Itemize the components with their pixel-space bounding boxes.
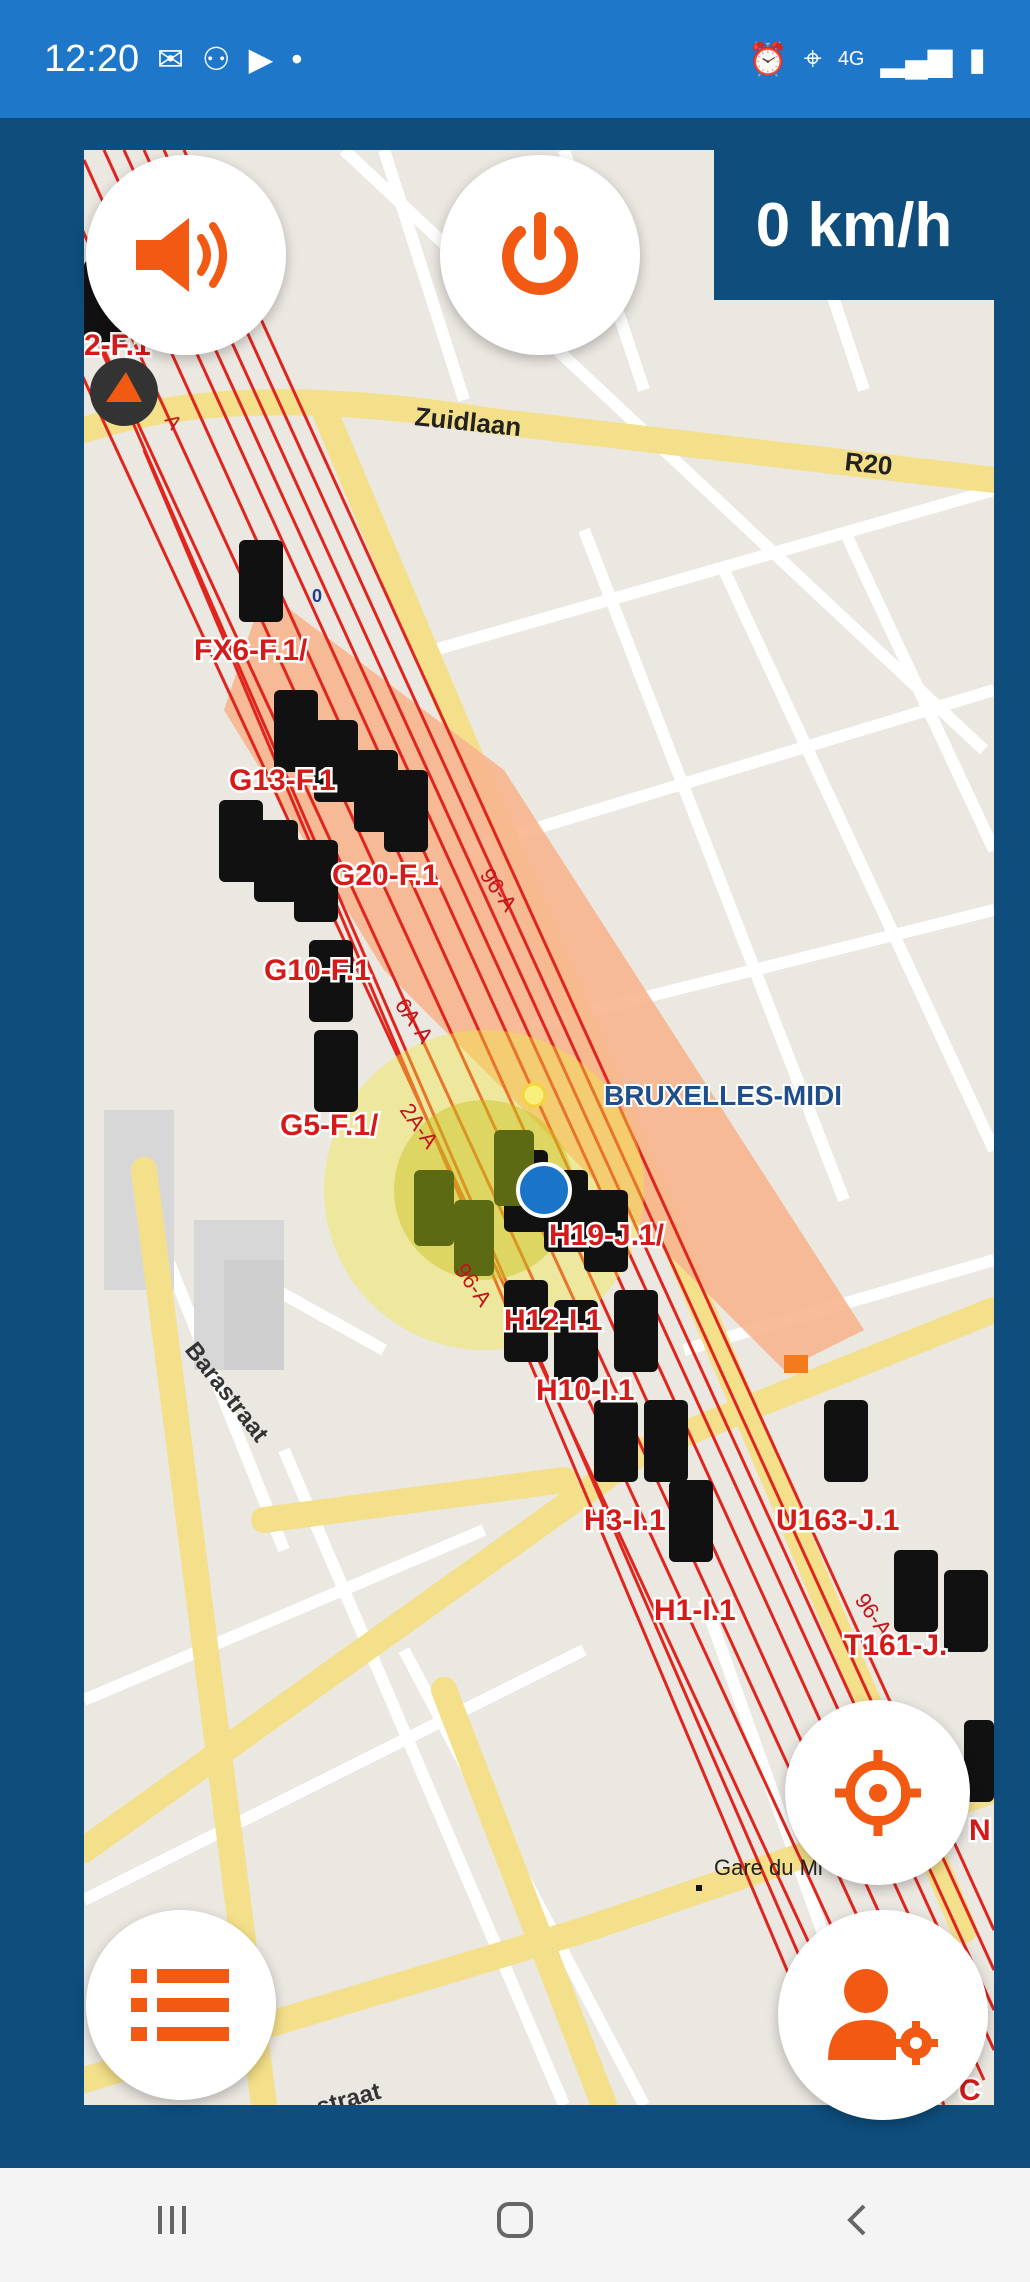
recent-apps-icon: [157, 2206, 186, 2234]
power-icon: [502, 212, 578, 295]
signal-label[interactable]: FX6-F.1/: [192, 632, 311, 670]
proximity-circle: [324, 1030, 644, 1350]
user-settings-button[interactable]: [778, 1910, 988, 2120]
signal-icon: ▂▄▆: [880, 41, 953, 77]
signal-markers-active: [414, 1130, 534, 1276]
battery-icon: ▮: [968, 41, 986, 77]
notification-icon: ⚇: [201, 41, 231, 77]
signal-label[interactable]: H12-I.1: [502, 1302, 605, 1340]
signal-label[interactable]: H3-I.1: [582, 1502, 669, 1540]
station-point: [521, 1082, 547, 1108]
crosshair-icon: [834, 1749, 921, 1836]
signal-label[interactable]: T161-J.: [842, 1627, 950, 1665]
poi-gare-du-midi: Gare du Mi: [714, 1855, 823, 1880]
signal-label[interactable]: G20-F.1: [330, 857, 442, 895]
speed-display: 0 km/h: [714, 150, 994, 300]
location-icon: ⌖: [803, 40, 822, 76]
alarm-icon: ⏰: [747, 41, 788, 77]
recent-apps-button[interactable]: [112, 2200, 232, 2250]
signal-markers: [84, 260, 994, 1802]
signal-label[interactable]: G10-F.1: [262, 952, 374, 990]
map-view[interactable]: Zuidlaan R20 Barastraat straat Gare du M…: [84, 150, 994, 2105]
status-bar: 12:20 ✉ ⚇ ▶ • ⏰ ⌖ 4G ▂▄▆ ▮: [0, 0, 1030, 118]
home-button[interactable]: [455, 2198, 575, 2252]
user-gear-icon: [828, 1969, 938, 2065]
orange-marker: [784, 1355, 808, 1373]
signal-label[interactable]: C: [957, 2072, 984, 2106]
volume-icon: [136, 218, 227, 292]
network-type: 4G: [837, 47, 865, 70]
signal-label[interactable]: G13-F.1: [227, 762, 339, 800]
user-location: [516, 1162, 572, 1218]
signal-label[interactable]: G5-F.1/: [278, 1107, 382, 1145]
back-icon: [847, 2204, 866, 2236]
power-button[interactable]: [440, 155, 640, 355]
back-button[interactable]: [798, 2200, 918, 2250]
dot-icon: •: [291, 40, 303, 77]
home-icon: [496, 2202, 533, 2238]
street-r20: R20: [843, 446, 894, 481]
street-zuidlaan: Zuidlaan: [413, 401, 522, 442]
list-icon: [131, 1969, 229, 2041]
building: [224, 1260, 284, 1370]
status-time: 12:20: [44, 37, 140, 80]
signal-label[interactable]: H1-I.1: [652, 1592, 739, 1630]
signal-label[interactable]: N: [967, 1812, 994, 1850]
locate-button[interactable]: [785, 1700, 970, 1885]
sound-button[interactable]: [86, 155, 286, 355]
small-label: 0: [312, 586, 322, 606]
system-nav-bar: [0, 2168, 1030, 2282]
status-left: 12:20 ✉ ⚇ ▶ •: [44, 38, 302, 81]
signal-label[interactable]: U163-J.1: [774, 1502, 902, 1540]
status-right: ⏰ ⌖ 4G ▂▄▆ ▮: [748, 40, 986, 78]
message-icon: ✉: [157, 41, 184, 77]
compass-needle: [106, 372, 142, 402]
youtube-icon: ▶: [248, 41, 274, 77]
station-label: BRUXELLES-MIDI: [604, 1080, 842, 1111]
poi-dot: [696, 1885, 702, 1891]
list-button[interactable]: [86, 1910, 276, 2100]
signal-label[interactable]: H19-J.1/: [547, 1217, 668, 1255]
signal-label[interactable]: H10-I.1: [534, 1372, 637, 1410]
street-straat: straat: [314, 2078, 384, 2105]
